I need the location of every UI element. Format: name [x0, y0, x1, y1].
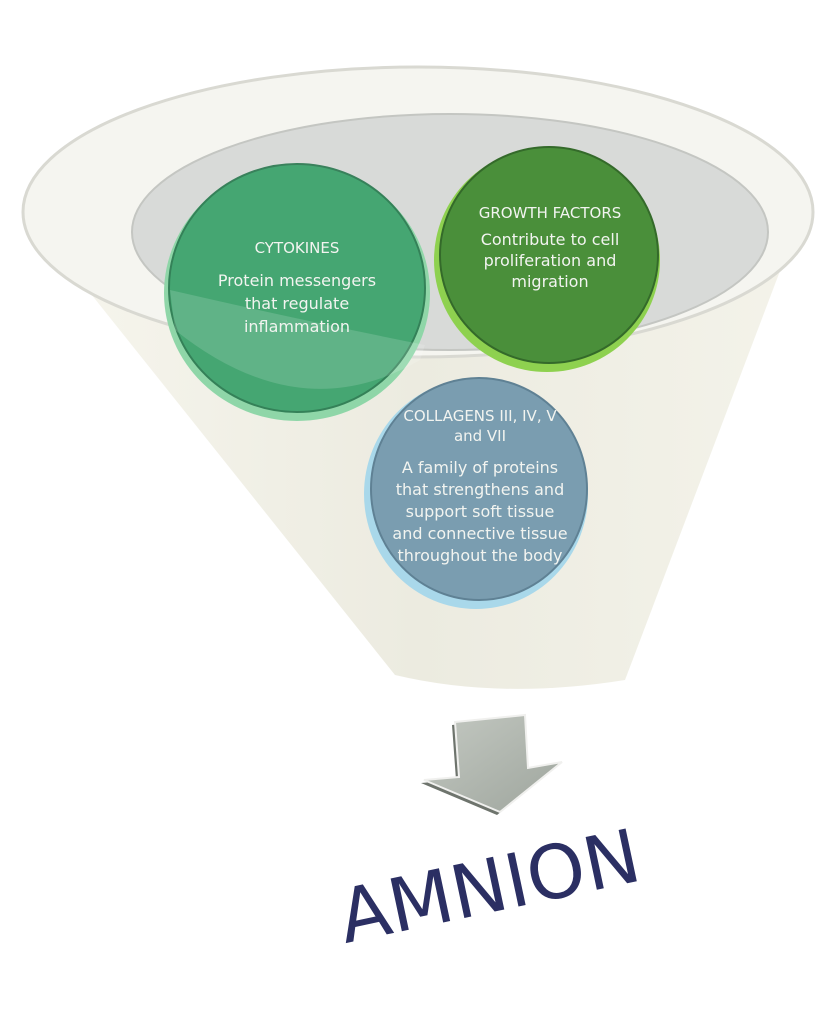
- growth-factors-title: GROWTH FACTORS: [479, 204, 622, 222]
- collagens-title: COLLAGENS III, IV, V: [403, 407, 557, 425]
- cytokines-text: inflammation: [244, 317, 350, 336]
- collagens-text: and connective tissue: [392, 524, 567, 543]
- cytokines-title: CYTOKINES: [255, 239, 340, 257]
- collagens-title: and VII: [454, 427, 506, 445]
- collagens-text: throughout the body: [397, 546, 562, 565]
- growth-factors-text: Contribute to cell: [481, 230, 620, 249]
- growth-factors-text: proliferation and: [484, 251, 617, 270]
- growth-factors-text: migration: [511, 272, 588, 291]
- cytokines-text: that regulate: [245, 294, 349, 313]
- down-arrow-icon: [421, 713, 563, 815]
- circle-collagens: COLLAGENS III, IV, V and VII A family of…: [364, 377, 588, 609]
- circle-growth-factors: GROWTH FACTORS Contribute to cell prolif…: [434, 146, 660, 372]
- collagens-text: A family of proteins: [402, 458, 558, 477]
- circle-cytokines: CYTOKINES Protein messengers that regula…: [164, 163, 430, 421]
- cytokines-text: Protein messengers: [218, 271, 376, 290]
- collagens-text: support soft tissue: [406, 502, 555, 521]
- funnel: [21, 65, 815, 689]
- collagens-text: that strengthens and: [396, 480, 564, 499]
- result-label: AMNION: [331, 813, 647, 961]
